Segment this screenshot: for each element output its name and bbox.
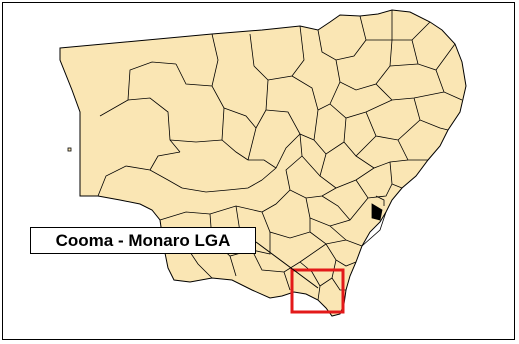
callout-label: Cooma - Monaro LGA [30,227,256,254]
island-marker [67,147,72,152]
selected-lga-box [290,268,345,314]
lga-boundaries [97,10,463,301]
state-outline [59,9,467,317]
callout-leader-line [255,241,319,289]
